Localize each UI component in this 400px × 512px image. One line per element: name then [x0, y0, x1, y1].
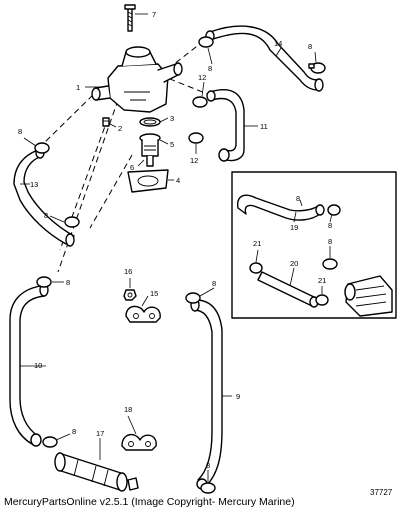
callout-18: 18: [124, 405, 132, 414]
callout-9: 9: [236, 392, 240, 401]
callout-8: 8: [66, 278, 70, 287]
callout-12: 12: [190, 156, 198, 165]
callout-8: 8: [328, 221, 332, 230]
copyright-caption: MercuryPartsOnline v2.5.1 (Image Copyrig…: [4, 496, 295, 508]
callout-2: 2: [118, 124, 122, 133]
bracket-18: [121, 433, 157, 451]
callout-1: 1: [76, 83, 80, 92]
bolt-7: [124, 4, 136, 32]
inset-detail-box: [231, 171, 397, 319]
hose-9: [185, 292, 223, 494]
callout-19: 19: [290, 223, 298, 232]
callout-17: 17: [96, 429, 104, 438]
callout-8: 8: [296, 194, 300, 203]
callout-8: 8: [44, 211, 48, 220]
heat-exchanger-17: [54, 452, 139, 492]
callout-11: 11: [260, 122, 268, 131]
thermostat-5: [139, 133, 161, 167]
hose-10: [9, 276, 58, 448]
bracket-15: [125, 305, 161, 323]
callout-6: 6: [130, 163, 134, 172]
callout-8: 8: [328, 237, 332, 246]
callout-5: 5: [170, 140, 174, 149]
callout-20: 20: [290, 259, 298, 268]
callout-21: 21: [253, 239, 261, 248]
nut-16: [123, 289, 137, 301]
callout-8: 8: [206, 461, 210, 470]
clamps-upper: [188, 36, 326, 144]
callout-7: 7: [152, 10, 156, 19]
screw-2: [102, 117, 110, 127]
callout-labels: 7 1 2 3 5 6 4 8 14 8 12 11 12 8 13 8 19 …: [18, 10, 332, 470]
hose-13: [13, 142, 80, 247]
callout-15: 15: [150, 289, 158, 298]
callout-12: 12: [198, 73, 206, 82]
callout-8: 8: [212, 279, 216, 288]
callout-8: 8: [18, 127, 22, 136]
leader-lines: [20, 13, 333, 482]
callout-8: 8: [308, 42, 312, 51]
gasket-4: [127, 169, 169, 193]
figure-number: 37727: [370, 488, 393, 497]
hose-14: [205, 25, 324, 92]
hose-11: [206, 89, 245, 162]
thermostat-housing-1: [91, 46, 183, 113]
callout-21: 21: [318, 276, 326, 285]
callout-3: 3: [170, 114, 174, 123]
callout-13: 13: [30, 180, 38, 189]
callout-14: 14: [274, 39, 282, 48]
callout-8: 8: [208, 64, 212, 73]
callout-10: 10: [34, 361, 42, 370]
callout-8: 8: [72, 427, 76, 436]
callout-4: 4: [176, 176, 180, 185]
o-ring-3: [139, 117, 161, 127]
callout-16: 16: [124, 267, 132, 276]
